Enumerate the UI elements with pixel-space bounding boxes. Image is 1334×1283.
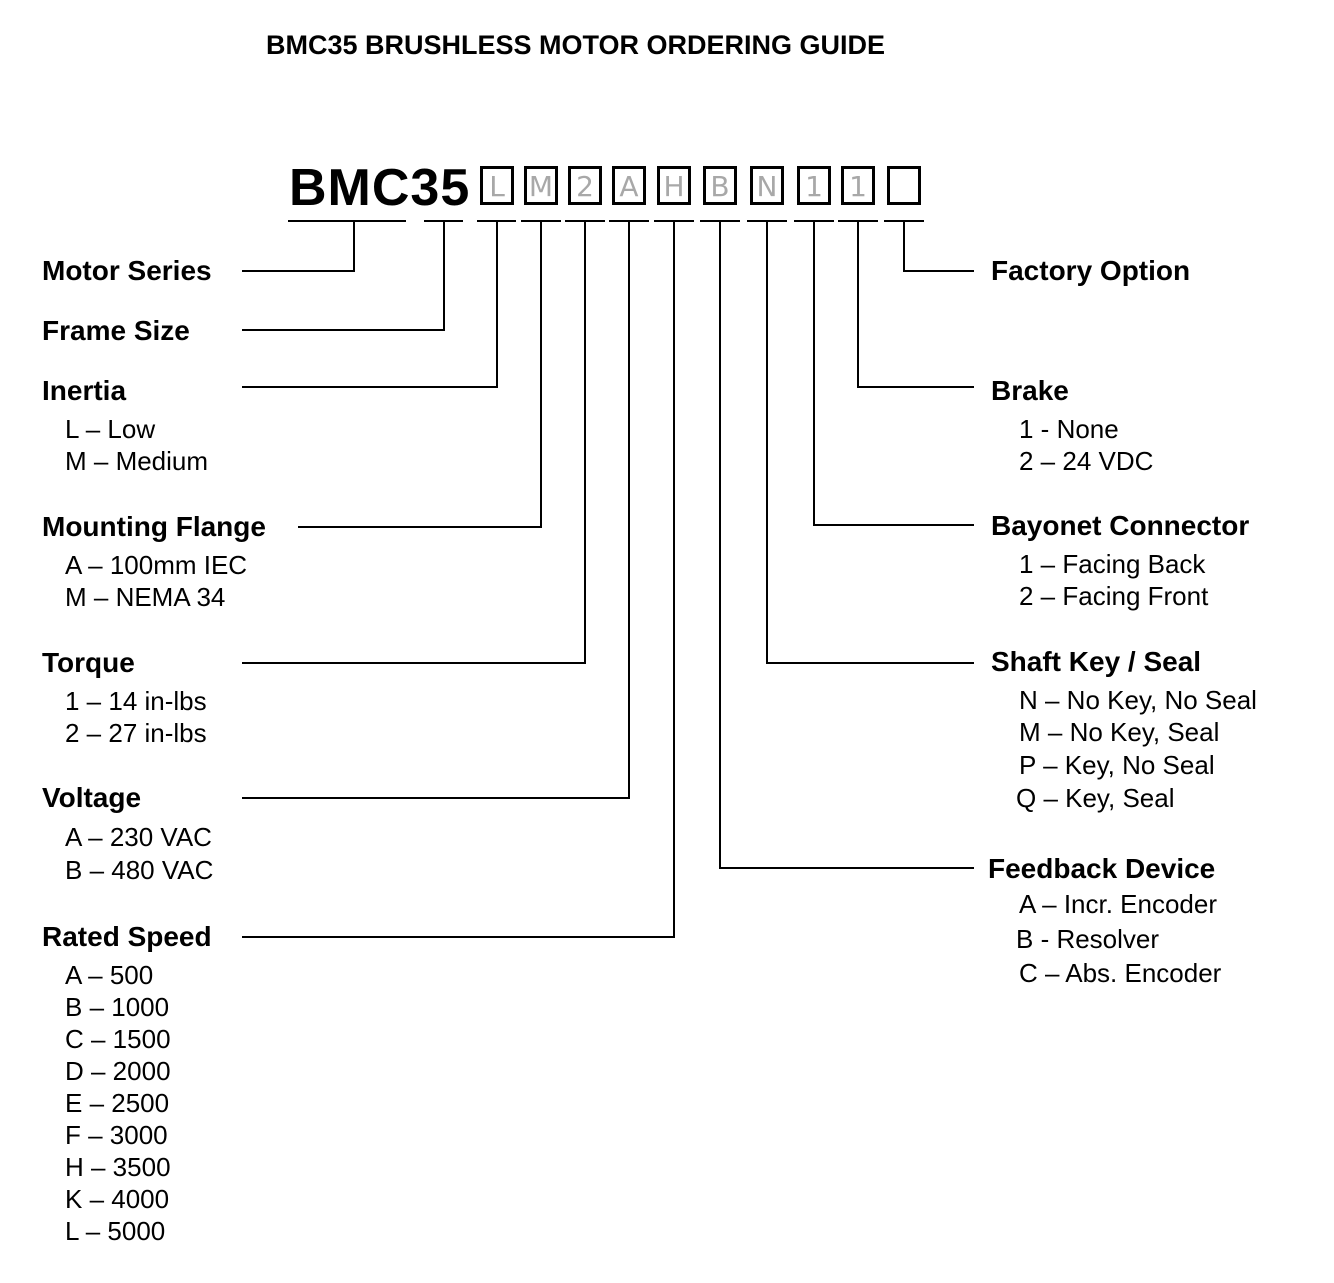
leader-torque (242, 221, 586, 664)
code-box-inertia: L (480, 166, 514, 205)
inertia-options: L – Low M – Medium (65, 413, 208, 477)
brake-heading: Brake (991, 375, 1069, 406)
code-box-feedback-device: B (703, 166, 737, 205)
option-item: D – 2000 (65, 1056, 171, 1086)
leader-frame-size (242, 221, 445, 331)
leader-brake (857, 221, 974, 388)
option-item: H – 3500 (65, 1152, 171, 1182)
rated-speed-heading: Rated Speed (42, 921, 212, 952)
code-box-voltage: A (612, 166, 646, 205)
torque-options: 1 – 14 in-lbs 2 – 27 in-lbs (65, 685, 207, 749)
option-item: B – 1000 (65, 992, 170, 1022)
shaft-key-seal-options: N – No Key, No Seal M – No Key, Seal P –… (1016, 684, 1257, 814)
option-item: A – 230 VAC (65, 822, 212, 852)
mounting-flange-heading: Mounting Flange (42, 511, 266, 542)
option-item: P – Key, No Seal (1019, 750, 1215, 780)
feedback-device-heading: Feedback Device (988, 853, 1216, 884)
option-item: L – 5000 (65, 1216, 166, 1246)
leader-bayonet-connector (813, 221, 974, 526)
option-item: L – Low (65, 414, 156, 444)
leader-feedback-device (719, 221, 974, 869)
bayonet-connector-heading: Bayonet Connector (991, 510, 1250, 541)
option-item: 2 – Facing Front (1019, 581, 1209, 611)
option-item: C – 1500 (65, 1024, 171, 1054)
option-item: 1 - None (1019, 414, 1119, 444)
leader-voltage (242, 221, 630, 799)
option-item: A – 500 (65, 960, 154, 990)
option-item: M – NEMA 34 (65, 582, 226, 612)
rated-speed-options: A – 500 B – 1000 C – 1500 D – 2000 E – 2… (65, 959, 171, 1247)
torque-heading: Torque (42, 647, 135, 678)
option-item: M – Medium (65, 446, 209, 476)
code-box-shaft-key-seal: N (750, 166, 784, 205)
option-item: F – 3000 (65, 1120, 168, 1150)
option-item: K – 4000 (65, 1184, 170, 1214)
code-box-factory-option (887, 166, 921, 205)
option-item: M – No Key, Seal (1019, 717, 1220, 747)
option-item: 1 – Facing Back (1019, 549, 1206, 579)
option-item: N – No Key, No Seal (1019, 685, 1257, 715)
code-box-brake: 1 (841, 166, 875, 205)
leader-mounting-flange (298, 221, 542, 528)
code-box-mounting-flange: M (524, 166, 558, 205)
brake-options: 1 - None 2 – 24 VDC (1019, 413, 1153, 477)
option-item: A – Incr. Encoder (1019, 889, 1218, 919)
option-item: 2 – 24 VDC (1019, 446, 1154, 476)
leader-factory-option (903, 221, 974, 272)
leader-rated-speed (242, 221, 675, 938)
option-item: 2 – 27 in-lbs (65, 718, 207, 748)
shaft-key-seal-heading: Shaft Key / Seal (991, 646, 1202, 677)
page-title: BMC35 BRUSHLESS MOTOR ORDERING GUIDE (266, 30, 886, 60)
option-item: Q – Key, Seal (1016, 783, 1175, 813)
inertia-heading: Inertia (42, 375, 127, 406)
leader-inertia (242, 221, 498, 388)
option-item: C – Abs. Encoder (1019, 958, 1222, 988)
leader-motor-series (242, 221, 355, 272)
model-prefix: BMC35 (289, 159, 471, 217)
frame-size-heading: Frame Size (42, 315, 190, 346)
code-box-torque: 2 (568, 166, 602, 205)
code-box-bayonet-connector: 1 (797, 166, 831, 205)
voltage-options: A – 230 VAC B – 480 VAC (65, 820, 213, 886)
feedback-device-options: A – Incr. Encoder B - Resolver C – Abs. … (1016, 887, 1222, 989)
leader-shaft-key-seal (766, 221, 974, 664)
factory-option-heading: Factory Option (991, 255, 1191, 286)
code-box-rated-speed: H (657, 166, 691, 205)
option-item: B – 480 VAC (65, 855, 214, 885)
bayonet-connector-options: 1 – Facing Back 2 – Facing Front (1019, 548, 1208, 612)
option-item: E – 2500 (65, 1088, 170, 1118)
option-item: A – 100mm IEC (65, 550, 248, 580)
option-item: 1 – 14 in-lbs (65, 686, 207, 716)
option-item: B - Resolver (1016, 924, 1160, 954)
mounting-flange-options: A – 100mm IEC M – NEMA 34 (65, 549, 247, 613)
motor-series-heading: Motor Series (42, 255, 212, 286)
voltage-heading: Voltage (42, 782, 142, 813)
